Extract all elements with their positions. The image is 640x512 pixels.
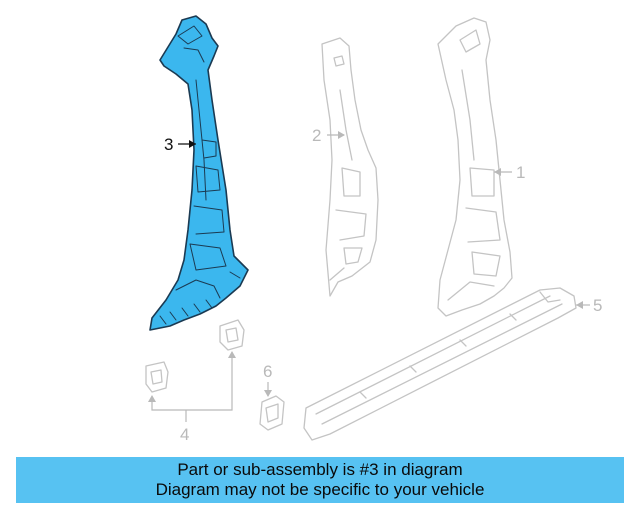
part-2-inner-pillar[interactable]: [321, 37, 379, 297]
callout-1-arrowhead: [494, 168, 501, 176]
callout-6-label: 6: [263, 362, 272, 381]
part-4-bracket-left[interactable]: [145, 361, 169, 393]
part-6-plate[interactable]: [259, 395, 285, 431]
part-5-rocker-panel[interactable]: [303, 287, 577, 441]
callout-4-label: 4: [180, 425, 189, 444]
banner-line-1: Part or sub-assembly is #3 in diagram: [177, 460, 463, 479]
callout-2-label: 2: [312, 126, 321, 145]
part-3-center-pillar[interactable]: [149, 15, 249, 331]
callout-5-label: 5: [593, 296, 602, 315]
parts-diagram: 3 2 1 5 6 4: [145, 15, 602, 444]
callout-5-arrowhead: [576, 301, 583, 309]
part-4-bracket-right[interactable]: [219, 319, 245, 351]
callout-6-arrowhead: [264, 390, 272, 397]
callout-4-arrowhead-right: [228, 351, 236, 358]
info-banner: Part or sub-assembly is #3 in diagram Di…: [16, 457, 624, 503]
callout-1-label: 1: [516, 163, 525, 182]
part-1-outer-pillar[interactable]: [437, 17, 513, 317]
callout-2-arrowhead: [338, 131, 345, 139]
callout-4-arrowhead-left: [148, 395, 156, 402]
banner-line-2: Diagram may not be specific to your vehi…: [155, 480, 485, 499]
callout-4-bracket-line: [151, 352, 233, 411]
callout-3-arrowhead: [189, 140, 196, 148]
callout-3-label: 3: [164, 135, 173, 154]
